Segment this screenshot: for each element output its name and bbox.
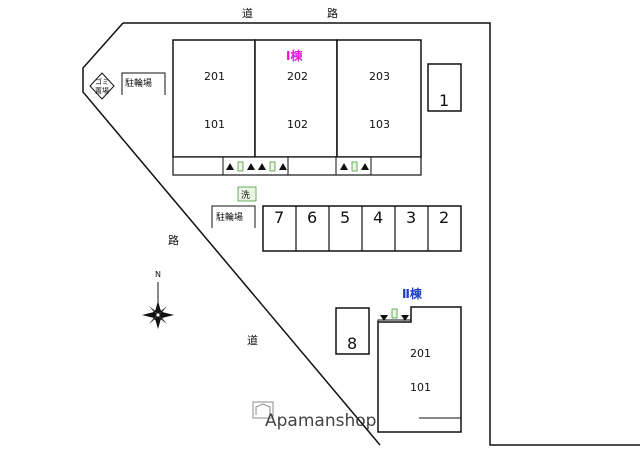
building-1-label: Ⅰ棟 [286, 48, 303, 63]
road-label-left-lower: 道 [247, 333, 258, 347]
entrance-triangle-icon [361, 163, 369, 170]
svg-text:駐輪場: 駐輪場 [125, 77, 152, 89]
site-boundary-diagonal [82, 22, 381, 446]
door-icon [351, 161, 358, 172]
svg-text:駐輪場: 駐輪場 [216, 211, 243, 223]
unit-2-101: 101 [410, 381, 431, 394]
parking-slot-5: 5 [340, 208, 350, 227]
entrance-triangle-icon [401, 315, 409, 321]
watermark: Apamanshop [252, 401, 376, 431]
door-icon [269, 161, 276, 172]
watermark-text: Apamanshop [265, 411, 376, 431]
parking-slot-1: 1 [427, 63, 462, 112]
entrance-markers-1 [226, 161, 369, 172]
entrance-triangle-icon [380, 315, 388, 321]
parking-row: 7 6 5 4 3 2 [262, 205, 462, 252]
parking-slot-8: 8 [335, 307, 370, 355]
svg-text:1: 1 [439, 91, 449, 110]
road-label-top-left: 道 [242, 6, 253, 20]
door-icon [237, 161, 244, 172]
entrance-triangle-icon [226, 163, 234, 170]
washing-area: 洗 [237, 186, 257, 202]
unit-202: 202 [287, 70, 308, 83]
garbage-area: ゴミ 置場 [89, 72, 115, 100]
svg-text:置場: 置場 [95, 86, 109, 95]
parking-slot-7: 7 [274, 208, 284, 227]
entrance-triangle-icon [258, 163, 266, 170]
unit-201: 201 [204, 70, 225, 83]
svg-text:洗: 洗 [241, 189, 250, 201]
parking-slot-4: 4 [373, 208, 383, 227]
door-icon [391, 308, 398, 319]
compass-rose-icon: N [142, 270, 174, 329]
entrance-triangle-icon [340, 163, 348, 170]
compass-north-label: N [155, 270, 161, 279]
building-2: Ⅱ棟 201 101 [377, 286, 462, 433]
entrance-triangle-icon [247, 163, 255, 170]
parking-slot-2: 2 [439, 208, 449, 227]
svg-text:ゴミ: ゴミ [95, 77, 109, 86]
unit-101: 101 [204, 118, 225, 131]
svg-text:8: 8 [347, 334, 357, 353]
unit-203: 203 [369, 70, 390, 83]
unit-102: 102 [287, 118, 308, 131]
bicycle-parking-2: 駐輪場 [211, 205, 256, 228]
building-1: Ⅰ棟 201 202 203 101 102 103 [172, 39, 422, 176]
building-2-label: Ⅱ棟 [402, 286, 423, 301]
site-boundary [123, 22, 640, 446]
unit-2-201: 201 [410, 347, 431, 360]
road-label-top-right: 路 [327, 7, 338, 20]
parking-slot-3: 3 [406, 208, 416, 227]
unit-103: 103 [369, 118, 390, 131]
bicycle-parking-1: 駐輪場 [121, 72, 166, 95]
road-label-left-upper: 路 [168, 234, 179, 247]
parking-slot-6: 6 [307, 208, 317, 227]
entrance-triangle-icon [279, 163, 287, 170]
